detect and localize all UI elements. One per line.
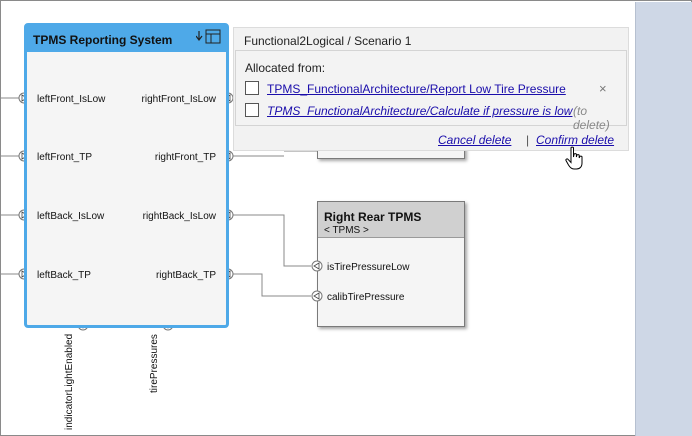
port-label-tirePressures: tirePressures: [149, 334, 160, 393]
system-block-title: TPMS Reporting System: [33, 33, 173, 47]
rear-block-port-markers[interactable]: [309, 259, 323, 303]
to-delete-status: (to delete): [573, 104, 610, 132]
system-block[interactable]: TPMS Reporting System leftFront_IsLow le…: [24, 23, 229, 328]
allocation-panel: Allocated from: TPMS_FunctionalArchitect…: [235, 50, 627, 132]
confirm-delete-link[interactable]: Confirm delete: [536, 133, 615, 147]
port-label-isTirePressureLow: isTirePressureLow: [327, 262, 410, 273]
action-separator: |: [526, 133, 530, 147]
port-label-rightFront-IsLow: rightFront_IsLow: [141, 94, 216, 105]
allocation-popup[interactable]: Functional2Logical / Scenario 1 Allocate…: [233, 27, 629, 151]
right-rear-tpms-title: Right Rear TPMS: [324, 210, 422, 224]
port-label-calibTirePressure: calibTirePressure: [327, 292, 405, 303]
allocation-checkbox-2[interactable]: [245, 103, 259, 117]
right-rear-tpms-stereotype: < TPMS >: [324, 225, 369, 236]
allocation-link-1[interactable]: TPMS_FunctionalArchitecture/Report Low T…: [267, 82, 566, 96]
right-rear-tpms-block[interactable]: Right Rear TPMS < TPMS > isTirePressureL…: [317, 201, 465, 327]
port-label-leftFront-TP: leftFront_TP: [37, 152, 93, 163]
allocation-link-2[interactable]: TPMS_FunctionalArchitecture/Calculate if…: [267, 104, 573, 118]
system-block-header: TPMS Reporting System: [27, 26, 226, 52]
hand-cursor-icon: [565, 146, 583, 170]
port-label-indicatorLightEnabled: indicatorLightEnabled: [64, 333, 75, 430]
block-toolbar-icons[interactable]: [195, 29, 222, 48]
popup-title: Functional2Logical / Scenario 1: [244, 34, 412, 48]
port-label-rightFront-TP: rightFront_TP: [154, 152, 216, 163]
port-label-rightBack-TP: rightBack_TP: [155, 270, 216, 281]
open-in-new-icon[interactable]: [195, 29, 222, 45]
allocated-from-label: Allocated from:: [245, 61, 326, 75]
allocation-checkbox-1[interactable]: [245, 81, 259, 95]
port-label-rightBack-IsLow: rightBack_IsLow: [142, 211, 216, 222]
cancel-delete-link[interactable]: Cancel delete: [438, 133, 512, 147]
right-rear-tpms-header: Right Rear TPMS < TPMS >: [318, 202, 464, 238]
port-label-leftBack-TP: leftBack_TP: [37, 270, 91, 281]
port-label-leftFront-IsLow: leftFront_IsLow: [37, 94, 106, 105]
remove-allocation-icon[interactable]: ×: [599, 81, 607, 96]
side-panel: [635, 2, 692, 436]
port-label-leftBack-IsLow: leftBack_IsLow: [37, 211, 105, 222]
